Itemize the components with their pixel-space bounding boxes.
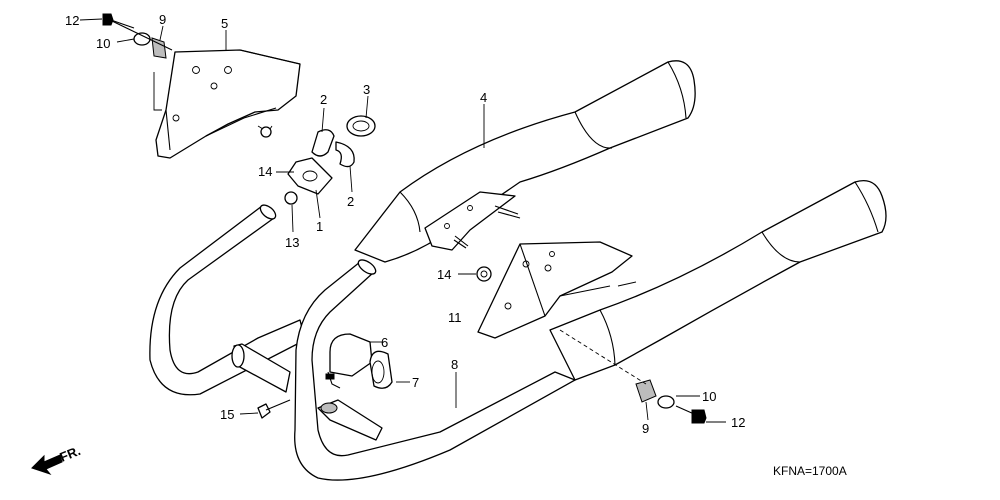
- callout-9-lower: 9: [642, 421, 649, 436]
- callout-12-upper: 12: [65, 13, 79, 28]
- bolt-upper: [102, 13, 135, 29]
- lower-heat-shield: [477, 241, 637, 339]
- callout-1: 1: [316, 219, 323, 234]
- leader-lines: [79, 18, 726, 423]
- callout-7: 7: [412, 375, 419, 390]
- callout-15: 15: [220, 407, 234, 422]
- callout-9-upper: 9: [159, 12, 166, 27]
- clamp-band: [329, 333, 373, 377]
- washer-lower: [657, 395, 675, 409]
- shield-nut: [476, 266, 492, 282]
- callout-13: 13: [285, 235, 299, 250]
- rubber-mount-upper: [151, 37, 167, 59]
- callout-10-upper: 10: [96, 36, 110, 51]
- bolt-15: [257, 399, 291, 419]
- callout-numbers: 12 9 10 5 2 3 4 14 2 1 13 14 11 6 7 8 15…: [65, 12, 745, 436]
- callout-14-upper: 14: [258, 164, 272, 179]
- exhaust-pipe: [149, 204, 576, 481]
- hardware: [102, 13, 707, 424]
- flange-nut: [284, 191, 298, 205]
- callout-11: 11: [448, 310, 462, 325]
- exhaust-gasket: [346, 115, 376, 137]
- callout-5: 5: [221, 16, 228, 31]
- front-direction-indicator: FR.: [31, 443, 83, 476]
- rubber-mount-lower: [635, 379, 657, 403]
- port-gasket-and-joint: [284, 115, 376, 205]
- washer-upper: [133, 32, 151, 46]
- callout-14-lower: 14: [437, 267, 451, 282]
- upper-heat-shield: [153, 49, 301, 159]
- callout-4: 4: [480, 90, 487, 105]
- diagram-reference-code: KFNA=1700A: [773, 464, 847, 478]
- clamp-and-seal: [325, 333, 393, 389]
- callout-2-upper: 2: [320, 92, 327, 107]
- callout-6: 6: [381, 335, 388, 350]
- front-arrow-icon: [31, 454, 63, 476]
- front-label: FR.: [58, 443, 83, 465]
- callout-3: 3: [363, 82, 370, 97]
- upper-muffler: [354, 60, 696, 263]
- joint-collar-upper: [311, 129, 335, 157]
- callout-12-lower: 12: [731, 415, 745, 430]
- joint-flange: [287, 157, 333, 195]
- lower-muffler: [549, 179, 887, 381]
- muffler-seal: [369, 350, 393, 389]
- callout-10-lower: 10: [702, 389, 716, 404]
- joint-collar-lower: [335, 141, 355, 168]
- bolt-lower: [675, 405, 707, 424]
- callout-8: 8: [451, 357, 458, 372]
- callout-2-lower: 2: [347, 194, 354, 209]
